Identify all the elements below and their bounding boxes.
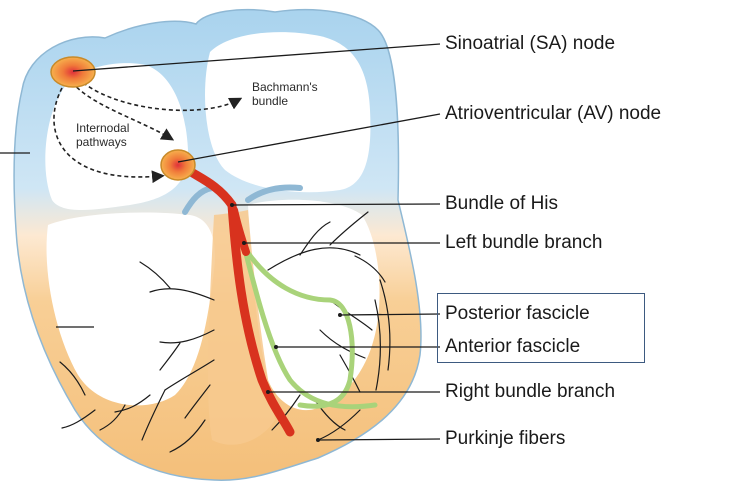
label-anterior-fascicle: Anterior fascicle: [445, 336, 580, 358]
bachmanns-line2: bundle: [252, 94, 318, 108]
label-right-bundle-branch: Right bundle branch: [445, 381, 615, 403]
label-left-bundle-branch: Left bundle branch: [445, 232, 602, 254]
bachmanns-line1: Bachmann's: [252, 80, 318, 94]
label-posterior-fascicle: Posterior fascicle: [445, 303, 590, 325]
av-node: [161, 150, 195, 180]
internodal-line1: Internodal: [76, 121, 129, 135]
internodal-pathways-label: Internodal pathways: [76, 121, 129, 149]
internodal-line2: pathways: [76, 135, 129, 149]
right-atrium-cavity: [205, 32, 370, 192]
label-sa-node: Sinoatrial (SA) node: [445, 33, 615, 55]
label-bundle-of-his: Bundle of His: [445, 193, 558, 215]
bachmanns-bundle-label: Bachmann's bundle: [252, 80, 318, 108]
label-av-node: Atrioventricular (AV) node: [445, 103, 661, 125]
sa-node: [51, 57, 95, 87]
label-purkinje-fibers: Purkinje fibers: [445, 428, 565, 450]
